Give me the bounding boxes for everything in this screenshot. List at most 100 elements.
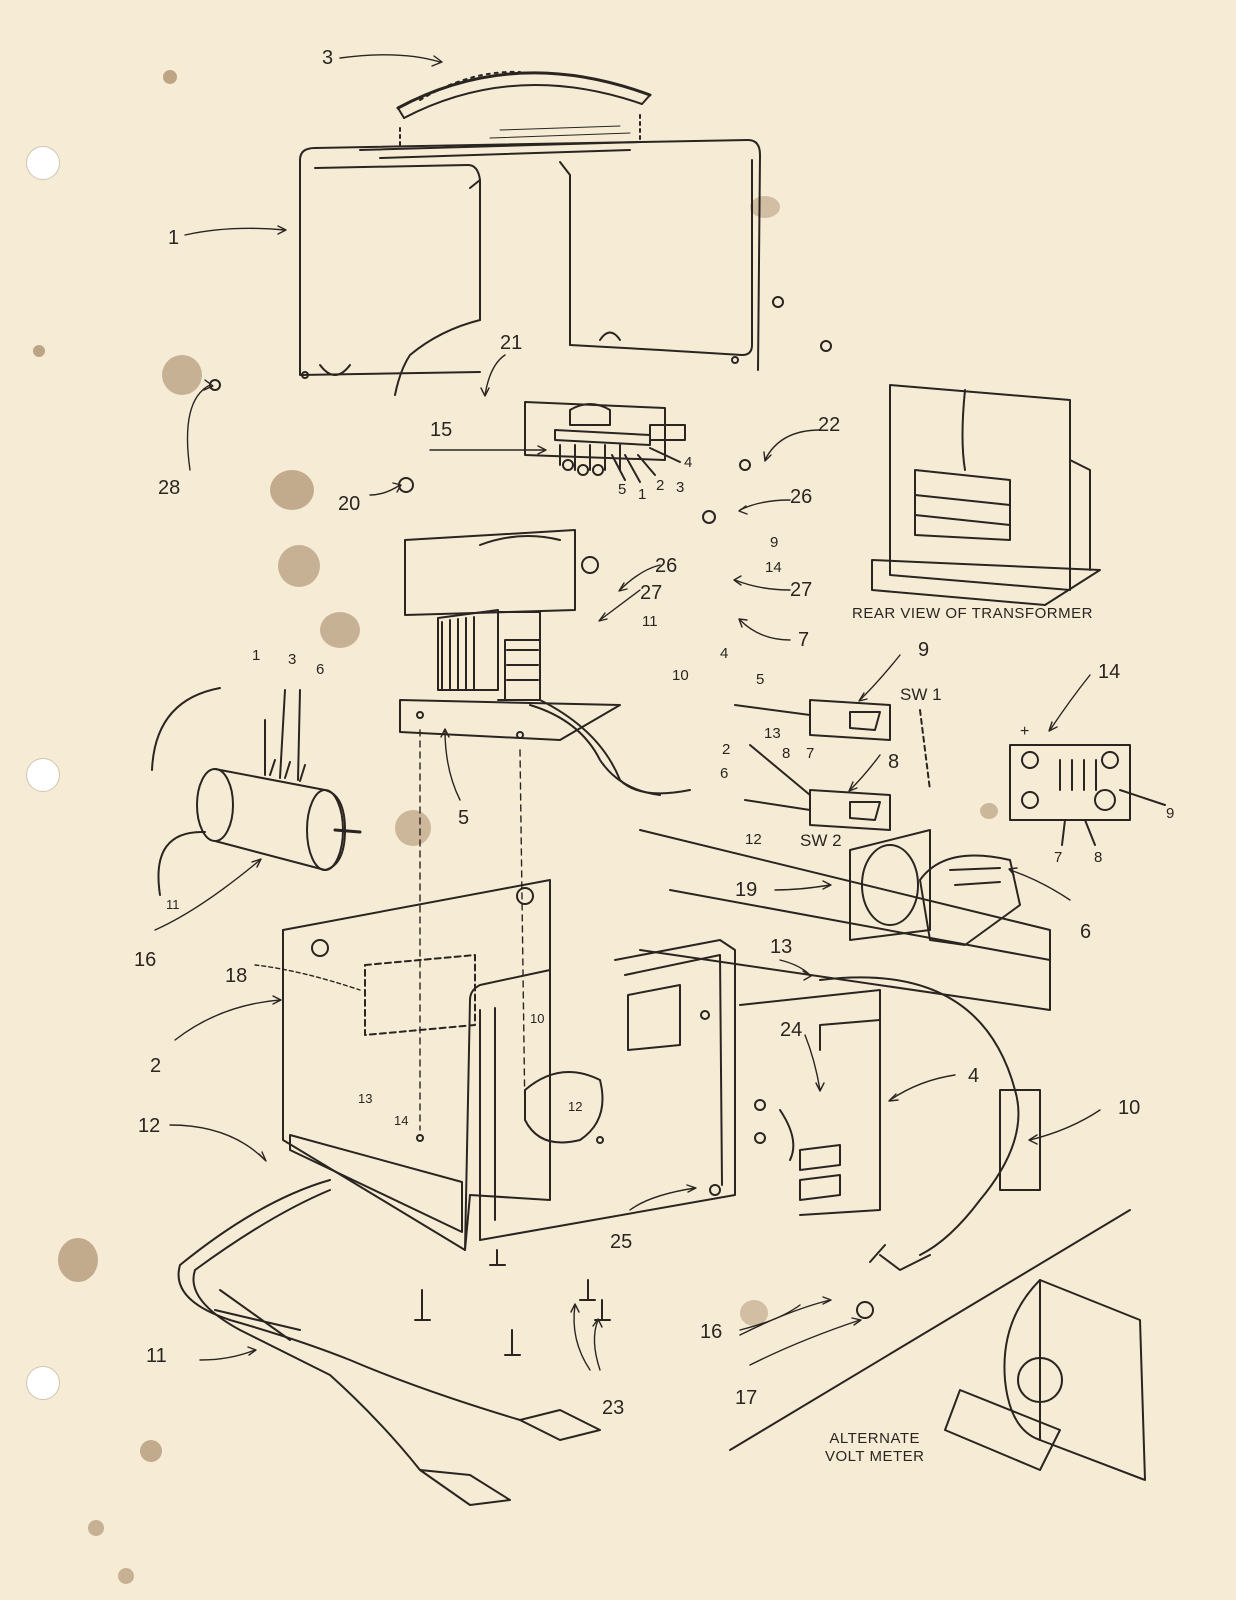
callout-13: 13 [770,936,793,958]
callout-24: 24 [780,1019,803,1041]
stain [980,803,998,819]
wire-label: 12 [745,831,762,848]
battery-cable [177,1179,601,1506]
callout-4: 4 [968,1065,980,1087]
stain [58,1238,98,1282]
stain [163,70,177,84]
transformer [399,529,691,796]
sw2-label: SW 2 [800,831,842,850]
callout-22: 22 [818,414,841,436]
callout-25: 25 [610,1231,633,1253]
chassis-wire-label: 10 [530,1011,545,1026]
meter-assembly [639,829,1051,1011]
stain [750,196,780,218]
stain [88,1520,104,1536]
chassis-wire-label: 14 [394,1113,409,1128]
wire-label: 1 [638,486,647,503]
wire-label: 14 [765,559,782,576]
wire-label: 9 [770,534,779,551]
alternate-volt-meter-caption: ALTERNATE VOLT METER [825,1430,924,1466]
base-chassis [282,729,736,1251]
punch-hole-middle [26,758,60,792]
stain [395,810,431,846]
callout-23: 23 [602,1397,625,1419]
chassis-wire-label: 13 [358,1091,373,1106]
motor-wire-label: 11 [166,897,180,912]
ac-cord [819,976,1041,1271]
chassis-wire-label: 12 [568,1099,583,1114]
stain [278,545,320,587]
callout-2: 2 [150,1055,162,1077]
alternate-volt-meter [729,1209,1146,1481]
board-wire-label: 8 [1094,849,1103,866]
wire-label: 2 [722,741,731,758]
cover [299,114,761,396]
motor-wire-label: 1 [252,647,261,664]
wire-label: 3 [676,479,685,496]
stain [140,1440,162,1462]
switches [734,699,931,831]
callout-19: 19 [735,879,758,901]
stain [118,1568,134,1584]
stain [270,470,314,510]
sw1-label: SW 1 [900,685,942,704]
callout-16b: 16 [700,1321,723,1343]
callout-3: 3 [322,47,334,69]
callout-17: 17 [735,1387,758,1409]
rear-view-caption: REAR VIEW OF TRANSFORMER [852,605,1093,622]
wire-label: 11 [642,613,658,630]
callout-7: 7 [798,629,810,651]
callout-8: 8 [888,751,900,773]
wire-label: 5 [756,671,765,688]
motor-wire-label: 3 [288,651,297,668]
callout-10: 10 [1118,1097,1141,1119]
callout-18: 18 [225,965,248,987]
terminal-board [524,401,686,483]
wire-label: 6 [720,765,729,782]
alternate-caption-line1: ALTERNATE [829,1430,921,1447]
punch-hole-top [26,146,60,180]
stain [162,355,202,395]
callout-12: 12 [138,1115,161,1137]
rear-view-transformer [871,384,1101,606]
board-wire-label: 7 [1054,849,1063,866]
callout-21: 21 [500,332,523,354]
board-wire-label: 9 [1166,805,1175,822]
callout-26a: 26 [790,486,813,508]
side-panel [700,989,881,1216]
callout-6: 6 [1080,921,1092,943]
callout-27a: 27 [790,579,813,601]
wire-label: 2 [656,477,665,494]
wire-label: 5 [618,481,627,498]
stain [740,1300,768,1326]
callout-15: 15 [430,419,453,441]
callout-27b: 27 [640,582,663,604]
board-plus-label: + [1020,723,1030,740]
punch-hole-bottom [26,1366,60,1400]
callout-14: 14 [1098,661,1121,683]
callout-5: 5 [458,807,470,829]
callout-1: 1 [168,227,180,249]
wire-label: 4 [720,645,729,662]
wire-label: 13 [764,725,781,742]
stain [320,612,360,648]
wire-label: 4 [684,454,693,471]
motor-wire-label: 6 [316,661,325,678]
wire-label: 7 [806,745,815,762]
callout-28: 28 [158,477,181,499]
rectifier-board [1009,744,1166,846]
callout-16a: 16 [134,949,157,971]
alternate-caption-line2: VOLT METER [825,1448,925,1465]
wire-label: 8 [782,745,791,762]
fasteners [209,296,874,1356]
callout-26b: 26 [655,555,678,577]
callout-9: 9 [918,639,930,661]
stain [33,345,45,357]
callout-20: 20 [338,493,361,515]
handle [396,70,652,119]
leader-lines [154,54,1101,1371]
callout-11: 11 [146,1345,167,1367]
capacitor-motor [151,687,362,896]
wire-label: 10 [672,667,689,684]
